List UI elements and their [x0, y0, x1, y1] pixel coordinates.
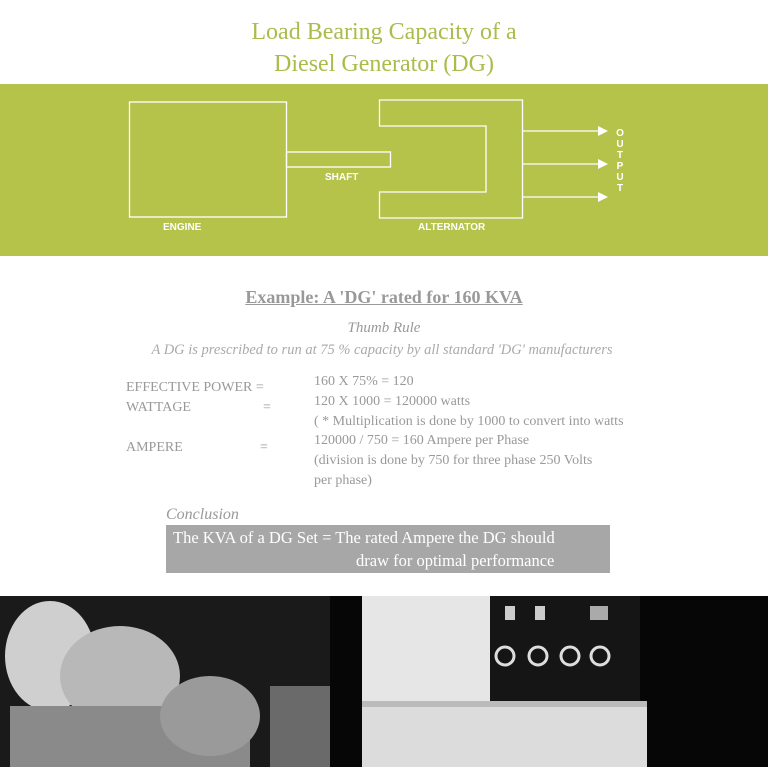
conclusion-box: The KVA of a DG Set = The rated Ampere t… [166, 525, 610, 573]
shaft-label: SHAFT [325, 172, 359, 183]
thumb-rule-heading: Thumb Rule [347, 320, 421, 336]
equals-sign: = [263, 400, 271, 415]
calc-line: 120000 / 750 = 160 Ampere per Phase [314, 433, 530, 448]
thumb-rule-text: A DG is prescribed to run at 75 % capaci… [151, 342, 613, 358]
alternator-shape [378, 99, 524, 219]
calc-line: ( * Multiplication is done by 1000 to co… [314, 414, 624, 429]
output-letter: P [616, 161, 624, 172]
calc-line: 120 X 1000 = 120000 watts [314, 394, 471, 409]
output-arrows [522, 130, 600, 198]
output-letter: U [616, 172, 624, 183]
title-line-2: Diesel Generator (DG) [274, 51, 494, 77]
engine-box [128, 101, 288, 218]
generator-photo [0, 596, 768, 767]
page-title: Load Bearing Capacity of a Diesel Genera… [0, 16, 768, 80]
output-letter: O [616, 128, 624, 139]
output-letter: T [616, 150, 624, 161]
alternator-label: ALTERNATOR [418, 222, 486, 233]
effective-power-label: EFFECTIVE POWER = [126, 380, 264, 395]
dg-diagram: ENGINE SHAFT ALTERNATOR O U T P U T [0, 84, 768, 256]
output-letter: U [616, 139, 624, 150]
title-line-1: Load Bearing Capacity of a [251, 19, 517, 45]
engine-label: ENGINE [163, 222, 202, 233]
equals-sign: = [260, 440, 268, 455]
ampere-label: AMPERE [126, 440, 183, 455]
output-letter: T [616, 183, 624, 194]
wattage-label: WATTAGE [126, 400, 191, 415]
example-heading: Example: A 'DG' rated for 160 KVA [245, 287, 523, 307]
diagram-drawing [128, 99, 608, 219]
generator-image [0, 596, 768, 767]
calc-line: 160 X 75% = 120 [314, 374, 414, 389]
calc-line: (division is done by 750 for three phase… [314, 453, 593, 468]
conclusion-line-2: draw for optimal performance [356, 551, 555, 570]
conclusion-label: Conclusion [166, 506, 239, 523]
calc-line: per phase) [314, 473, 372, 488]
shaft-bar [285, 151, 392, 168]
conclusion-line-1: The KVA of a DG Set = The rated Ampere t… [173, 528, 555, 547]
output-label: O U T P U T [614, 128, 626, 194]
